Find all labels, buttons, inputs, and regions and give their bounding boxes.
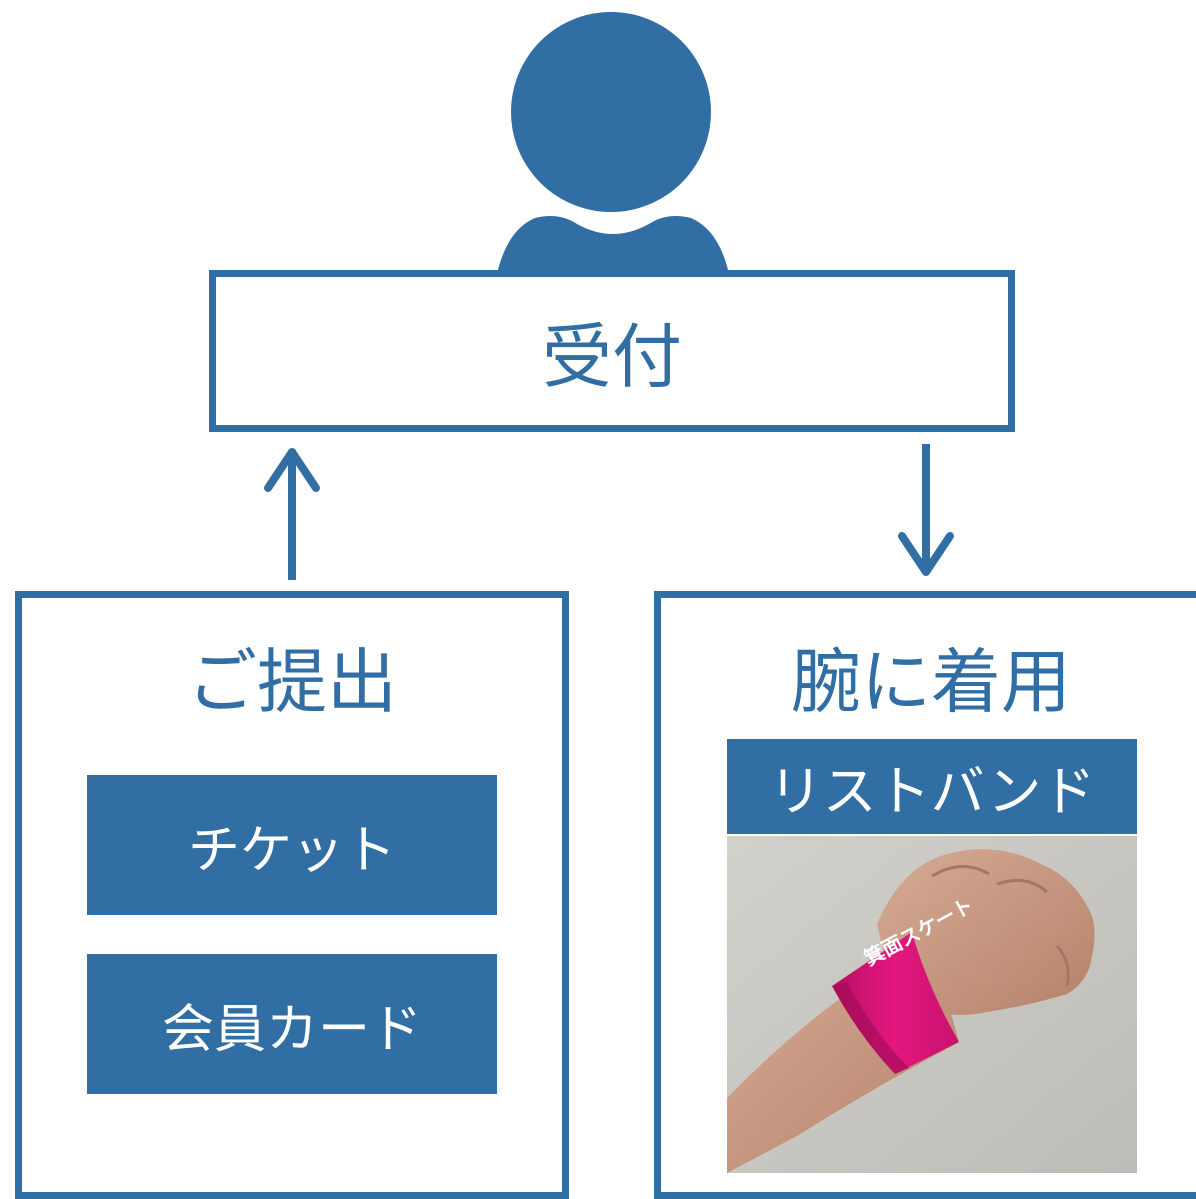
wrist-with-wristband-photo: 箕面スケート <box>727 836 1137 1173</box>
membership-card-item: 会員カード <box>87 954 497 1094</box>
person-head-icon <box>511 12 711 212</box>
person-shoulders-icon <box>497 216 729 286</box>
ticket-label: チケット <box>187 820 396 881</box>
reception-label: 受付 <box>542 315 682 398</box>
wristband-label: リストバンド <box>768 760 1096 823</box>
wristband-item: リストバンド <box>727 739 1137 834</box>
submit-panel-title: ご提出 <box>187 641 397 723</box>
arrow-up-icon <box>264 448 320 580</box>
membership-card-label: 会員カード <box>161 999 422 1060</box>
reception-box: 受付 <box>209 270 1015 432</box>
wear-panel-title: 腕に着用 <box>791 641 1071 723</box>
arrow-down-icon <box>898 444 954 576</box>
ticket-item: チケット <box>87 775 497 915</box>
